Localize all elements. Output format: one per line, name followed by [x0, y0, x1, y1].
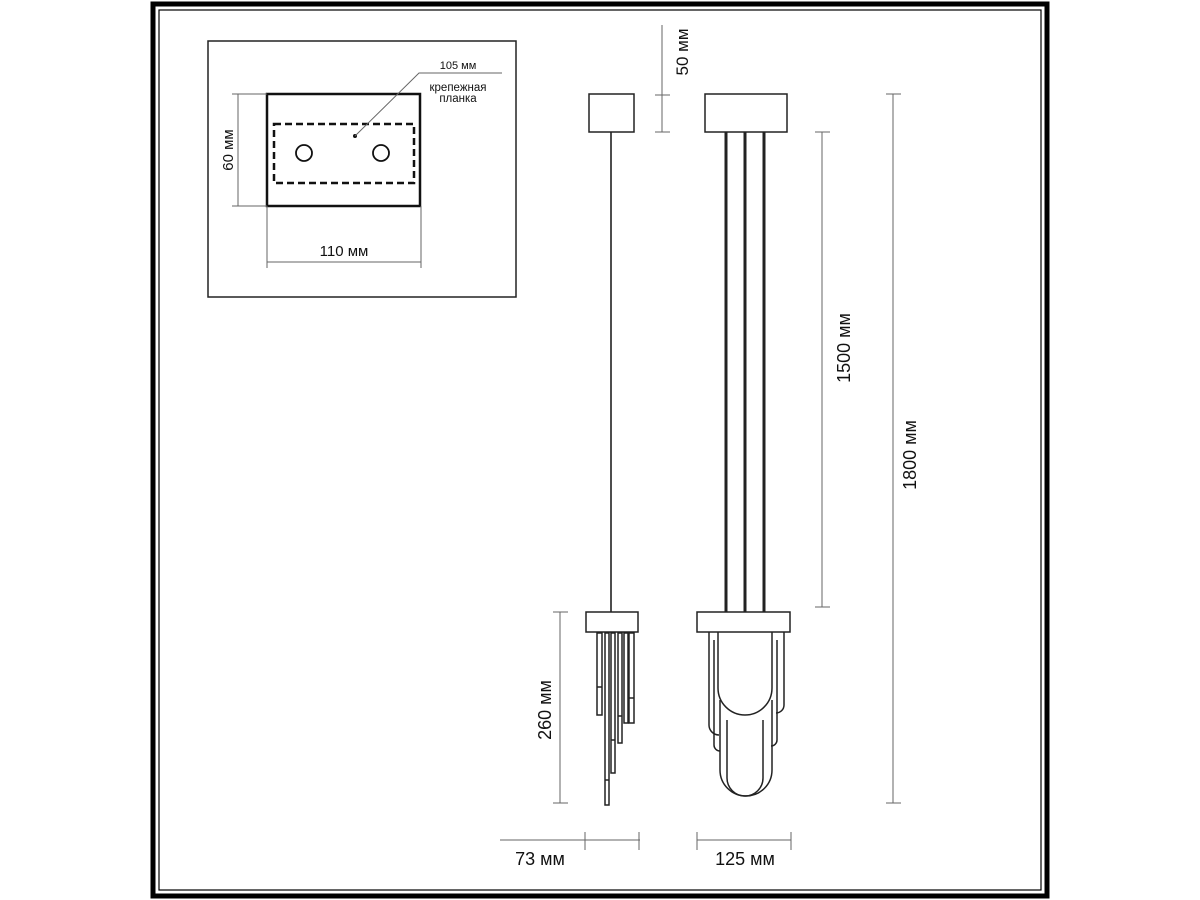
mounting-inset: 105 мм крепежная планка 60 мм 110 мм: [207, 40, 517, 298]
shade: [708, 632, 720, 736]
shade: [717, 632, 773, 716]
inset-height-label: 60 мм: [220, 129, 237, 170]
screw-hole: [295, 144, 313, 162]
side-view: [585, 93, 639, 806]
bracket-label-line2: планка: [439, 93, 477, 105]
cable-length-label: 1500 мм: [834, 313, 854, 383]
bracket-label-line1: крепежная: [430, 82, 487, 94]
leader-line: [354, 72, 502, 137]
inner-frame: [158, 9, 1042, 891]
total-height-label: 1800 мм: [900, 420, 920, 490]
screw-hole: [372, 144, 390, 162]
mounting-bracket: [272, 122, 416, 185]
bracket-size-label: 105 мм: [440, 60, 477, 72]
inset-border: [207, 40, 517, 298]
canopy-plate: [265, 92, 422, 208]
canopy: [704, 93, 788, 133]
shade-height-label: 260 мм: [535, 680, 555, 740]
inset-width-label: 110 мм: [320, 243, 369, 260]
side-width-label: 73 мм: [515, 849, 565, 869]
front-width-label: 125 мм: [715, 849, 775, 869]
outer-frame: [150, 1, 1050, 899]
front-view: [696, 93, 791, 797]
canopy-height-label: 50 мм: [673, 28, 692, 75]
dimension-lines: 50 мм 1500 мм 1800 мм 260 мм 73 мм 125 м…: [500, 25, 920, 869]
canopy: [588, 93, 635, 133]
fixture-disc: [696, 611, 791, 633]
fixture-disc: [585, 611, 639, 633]
